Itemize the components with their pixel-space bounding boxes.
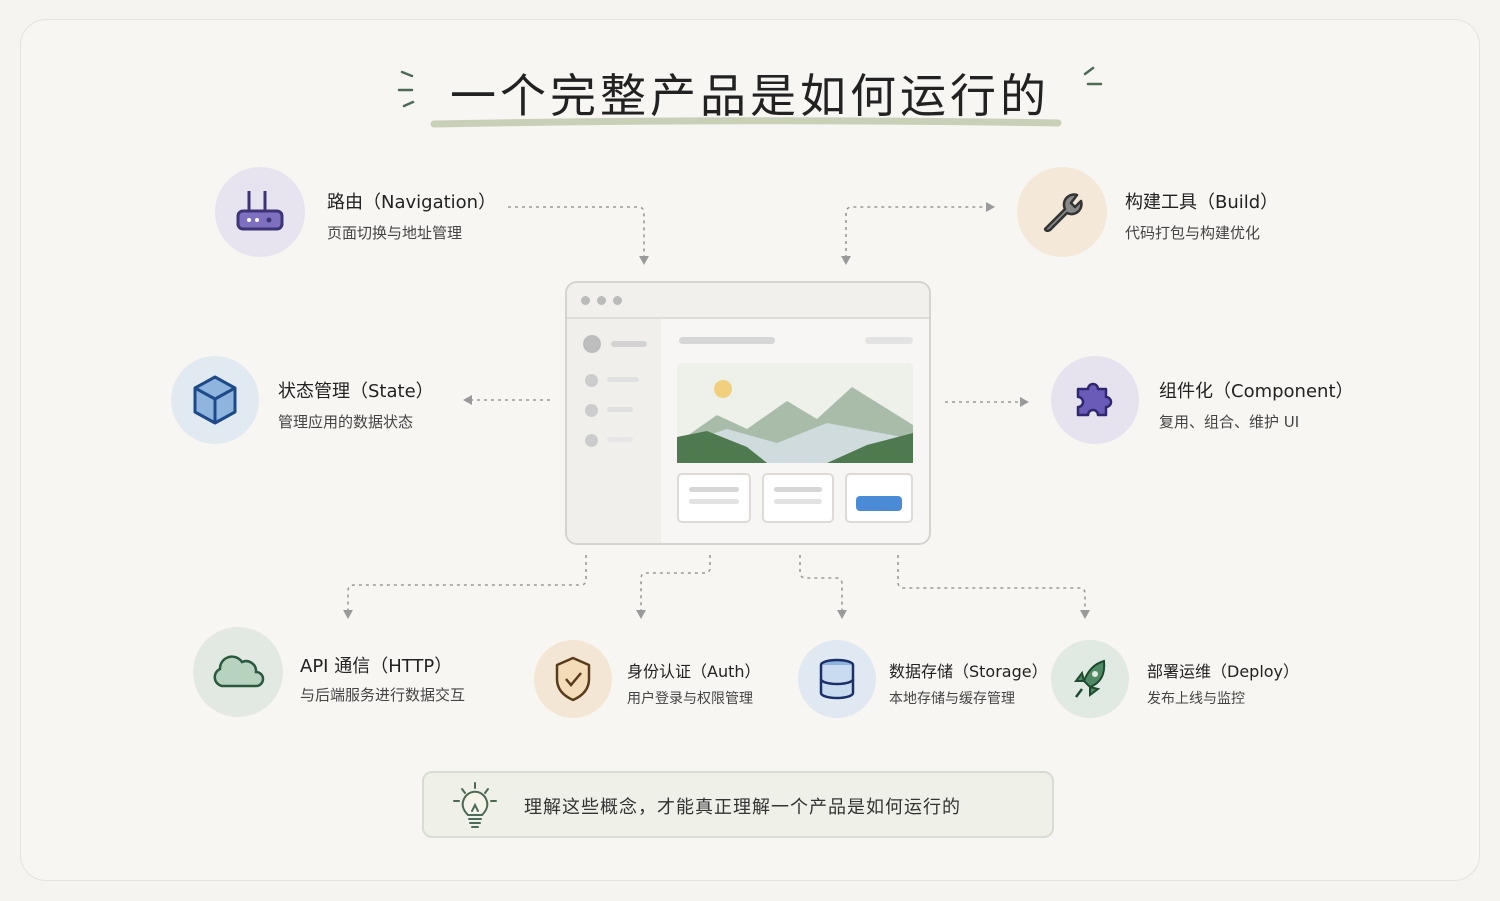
api-subtitle: 与后端服务进行数据交互 bbox=[300, 686, 466, 704]
build-title: 构建工具（Build） bbox=[1125, 192, 1279, 213]
database-icon bbox=[798, 640, 876, 718]
connector-storage bbox=[799, 555, 843, 612]
auth-title: 身份认证（Auth） bbox=[627, 662, 761, 681]
state-title: 状态管理（State） bbox=[278, 381, 434, 402]
lightbulb-icon bbox=[453, 782, 497, 828]
button-placeholder bbox=[856, 496, 902, 511]
title-sparkle-right bbox=[1083, 66, 1103, 86]
page-title: 一个完整产品是如何运行的 bbox=[450, 69, 1050, 123]
connector-deploy bbox=[897, 555, 1086, 612]
state-subtitle: 管理应用的数据状态 bbox=[278, 413, 414, 431]
storage-subtitle: 本地存储与缓存管理 bbox=[889, 691, 1015, 707]
api-title: API 通信（HTTP） bbox=[300, 656, 453, 677]
title-sparkle-left bbox=[397, 70, 415, 108]
footer-note: 理解这些概念，才能真正理解一个产品是如何运行的 bbox=[422, 771, 1054, 838]
card-placeholder bbox=[677, 473, 751, 523]
component-subtitle: 复用、组合、维护 UI bbox=[1159, 413, 1300, 431]
connector-api bbox=[347, 555, 587, 612]
title-underline bbox=[430, 117, 1062, 128]
card-placeholder bbox=[762, 473, 834, 523]
connector-auth bbox=[640, 555, 711, 612]
cube-icon bbox=[171, 356, 259, 444]
footer-text: 理解这些概念，才能真正理解一个产品是如何运行的 bbox=[524, 797, 961, 818]
connector-build bbox=[845, 206, 988, 258]
deploy-subtitle: 发布上线与监控 bbox=[1147, 691, 1245, 707]
rocket-icon bbox=[1051, 640, 1129, 718]
build-subtitle: 代码打包与构建优化 bbox=[1125, 224, 1261, 242]
storage-title: 数据存储（Storage） bbox=[889, 662, 1048, 681]
browser-titlebar bbox=[567, 283, 929, 319]
cloud-icon bbox=[193, 627, 283, 717]
browser-sidebar bbox=[567, 319, 661, 543]
landscape-image bbox=[677, 363, 913, 463]
navigation-title: 路由（Navigation） bbox=[327, 192, 497, 213]
wrench-icon bbox=[1017, 167, 1107, 257]
auth-subtitle: 用户登录与权限管理 bbox=[627, 691, 753, 707]
app-browser-illustration bbox=[565, 281, 931, 545]
puzzle-icon bbox=[1051, 356, 1139, 444]
card-placeholder bbox=[845, 473, 913, 523]
shield-check-icon bbox=[534, 640, 612, 718]
deploy-title: 部署运维（Deploy） bbox=[1147, 662, 1300, 681]
router-icon bbox=[215, 167, 305, 257]
connector-navigation bbox=[508, 206, 645, 258]
navigation-subtitle: 页面切换与地址管理 bbox=[327, 224, 463, 242]
component-title: 组件化（Component） bbox=[1159, 381, 1354, 402]
